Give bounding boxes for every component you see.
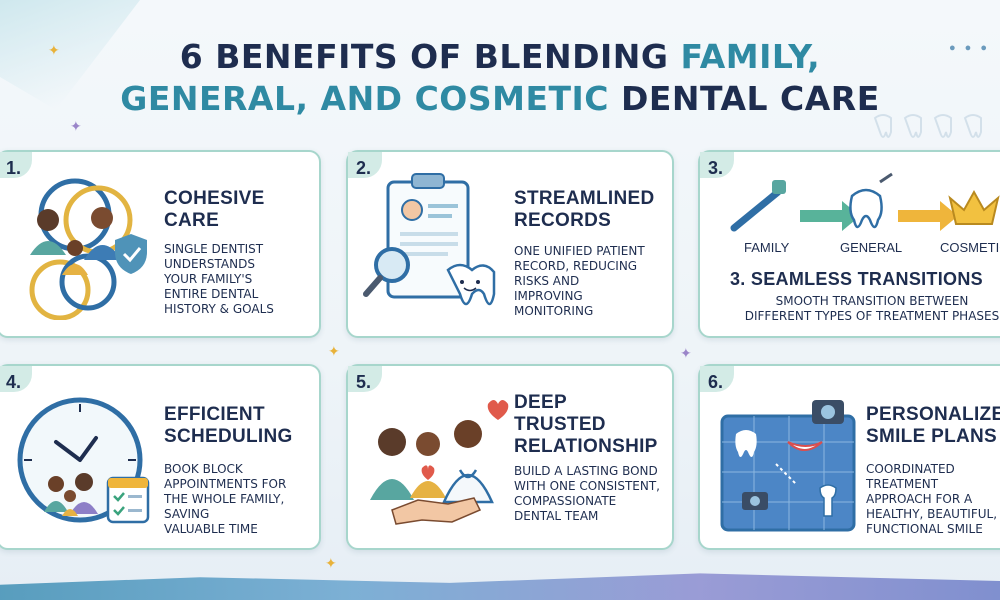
card-number: 4. <box>6 372 22 392</box>
card-number: 5. <box>356 372 372 392</box>
card-number: 3. <box>708 158 724 178</box>
family-rings-icon <box>29 178 147 320</box>
step-label-cosmetic: COSMETIC <box>940 240 1000 255</box>
card-title: 3. SEAMLESS TRANSITIONS <box>730 269 983 289</box>
sparkle-icon: ✦ <box>680 345 692 361</box>
clipboard-record-icon <box>363 173 496 306</box>
smile-plan-blueprint-icon <box>720 400 856 532</box>
step-label-family: FAMILY <box>744 240 790 255</box>
sparkle-icon: ✦ <box>328 343 340 359</box>
family-dentist-handshake-icon <box>370 400 509 525</box>
card-number: 2. <box>356 158 372 178</box>
benefit-card-personalized-smile-plans: 6. PERSONALIZEDSMILE PLANS COORDINATEDTR… <box>698 364 1000 550</box>
sparkle-icon: ✦ <box>48 42 60 58</box>
benefit-card-seamless-transitions: 3. FAMILY GENERAL COSMETIC 3. SEAMLESS T… <box>698 150 1000 338</box>
card-number: 1. <box>6 158 22 178</box>
sparkle-icon: ✦ <box>325 555 337 571</box>
sparkle-icon: ✦ <box>70 118 82 134</box>
transition-steps-icon <box>730 172 1000 232</box>
clock-family-icon <box>17 397 150 524</box>
step-label-general: GENERAL <box>840 240 903 255</box>
teeth-pattern-icon <box>873 114 982 138</box>
page-title: 6 BENEFITS OF BLENDING FAMILY, GENERAL, … <box>120 37 880 118</box>
footer-decoration <box>0 573 1000 600</box>
card-number: 6. <box>708 372 724 392</box>
decorative-dots: ● ● ● <box>948 42 990 54</box>
card-title: PERSONALIZEDSMILE PLANS <box>866 404 1000 447</box>
